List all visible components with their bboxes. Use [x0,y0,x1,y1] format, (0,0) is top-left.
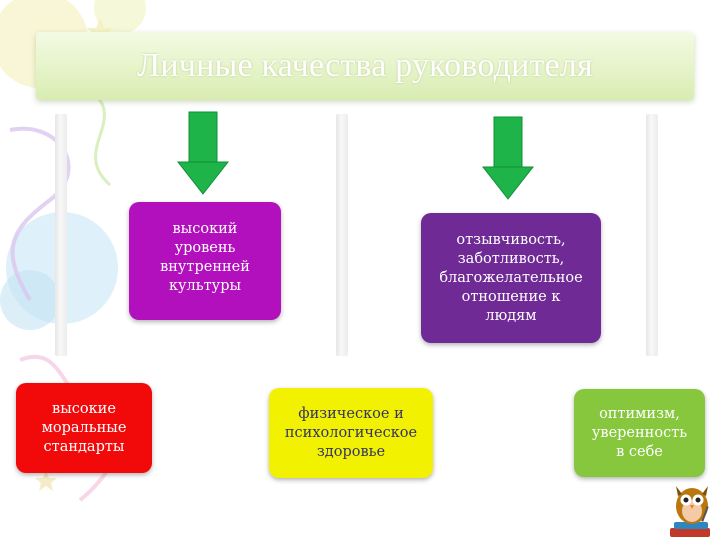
green-down-arrow-icon [481,116,535,200]
box-line: в себе [616,443,663,460]
column-left [55,114,67,356]
box-line: внутренней [160,259,250,275]
box-line: высокий [172,221,238,237]
box-line: оптимизм, [599,405,680,422]
box-line: культуры [168,278,242,294]
bg-swirl-lilac [9,126,71,302]
slide-title: Личные качества руководителя [137,47,593,84]
title-bar: Личные качества руководителя [36,32,694,100]
bg-swirl-green [89,88,111,187]
box-optimism: оптимизм, уверенность в себе [574,389,705,477]
box-line: моральные [41,419,127,436]
column-right [646,114,658,356]
green-down-arrow-icon [176,111,230,195]
bg-blob-lime [94,0,146,34]
box-line: людям [485,307,537,324]
box-line: отзывчивость, [456,231,566,248]
owl-icon [670,486,710,537]
box-line: психологическое [284,424,418,441]
box-line: высокие [52,400,116,417]
box-line: уровень [174,240,236,256]
bg-star-3 [35,470,57,491]
box-line: уверенность [591,424,688,441]
box-line: физическое и [298,405,404,422]
box-line: отношение к [461,288,561,305]
box-responsiveness: отзывчивость, заботливость, благожелател… [421,213,601,343]
box-line: здоровье [316,443,386,460]
box-line: благожелательное [439,269,583,286]
column-center [336,114,348,356]
box-line: заботливость, [457,250,565,267]
box-line: стандарты [43,438,125,455]
box-inner-culture: высокий уровень внутренней культуры [129,202,281,320]
box-health: физическое и психологическое здоровье [269,388,433,478]
box-moral-standards: высокие моральные стандарты [16,383,152,473]
